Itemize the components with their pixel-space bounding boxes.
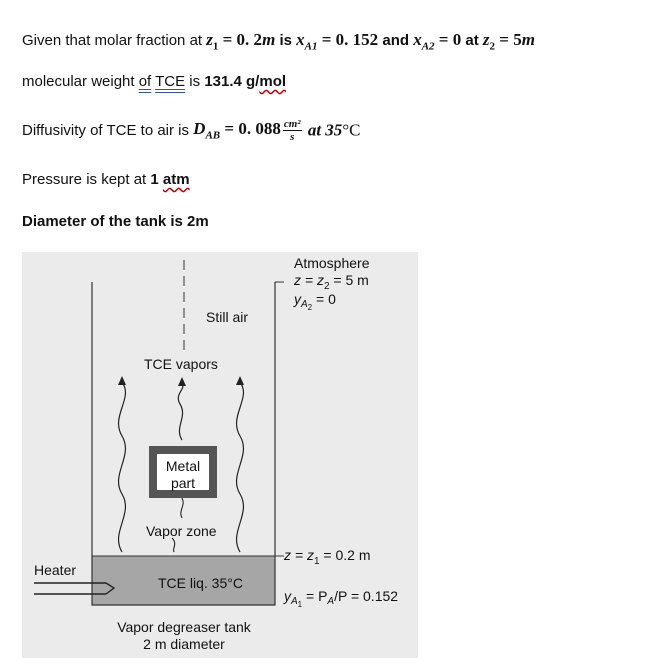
label-yA1: yA1 = PA/P = 0.152 — [283, 588, 398, 609]
heater-coil — [105, 582, 116, 595]
label-tce-liquid: TCE liq. 35°C — [158, 575, 243, 591]
metal-hanger-wire — [180, 497, 184, 519]
vapor-arrow-left — [117, 381, 127, 553]
label-heater: Heater — [34, 562, 76, 578]
label-vapor-zone: Vapor zone — [146, 523, 217, 539]
grammar-mark-of: of — [138, 73, 152, 90]
label-tce-vapors: TCE vapors — [144, 356, 218, 372]
line-molecular-weight: molecular weight of TCE is 131.4 g/mol — [22, 73, 287, 90]
label-part: part — [171, 475, 195, 491]
tce-liquid-region — [92, 556, 275, 605]
label-tank-caption-2: 2 m diameter — [143, 636, 225, 652]
math-DAB: DAB = 0. 088 — [193, 119, 281, 142]
text-and: and — [378, 32, 414, 49]
math-xA2: xA2 = 0 — [413, 30, 462, 53]
vapor-arrow-right — [235, 381, 245, 553]
line-diffusivity: Diffusivity of TCE to air is DAB = 0. 08… — [22, 118, 360, 143]
math-xA1: xA1 = 0. 152 — [296, 30, 379, 53]
value-molecular-weight: 131.4 g/ — [204, 73, 260, 90]
label-z2: z = z2 = 5 m — [293, 272, 369, 292]
math-z1: z1 = 0. 2m — [206, 30, 276, 53]
tank-walls — [91, 282, 276, 606]
label-yA2: yA2 = 0 — [293, 291, 336, 312]
metal-part-inner — [157, 454, 209, 490]
degree-c: °C — [342, 120, 361, 140]
arrowhead-left — [118, 376, 126, 385]
line-pressure: Pressure is kept at 1 atm — [22, 171, 190, 188]
text-is: is — [275, 32, 297, 49]
spell-mark-mol: mol — [259, 73, 287, 90]
label-metal: Metal — [166, 458, 200, 474]
vapor-arrow-center — [177, 383, 184, 441]
degreaser-diagram: Still air TCE vapors Metal part Vapor zo… — [34, 255, 398, 652]
text-given-molar-fraction: Given that molar fraction at — [22, 32, 207, 49]
math-at-35: at 35 — [303, 120, 343, 140]
arrowhead-center — [178, 377, 186, 386]
label-still-air: Still air — [206, 309, 248, 325]
text-at: at — [461, 32, 483, 49]
line-molar-fraction: Given that molar fraction at z1 = 0. 2m … — [22, 30, 535, 52]
text-diffusivity: Diffusivity of TCE to air is — [22, 122, 194, 139]
math-z2: z2 = 5m — [482, 30, 535, 53]
label-atmosphere: Atmosphere — [294, 255, 370, 271]
vapor-degreaser-figure: Still air TCE vapors Metal part Vapor zo… — [22, 252, 418, 658]
arrowhead-right — [236, 376, 244, 385]
line-diameter: Diameter of the tank is 2m — [22, 213, 209, 230]
label-tank-caption-1: Vapor degreaser tank — [117, 619, 252, 635]
vapor-zone-squiggle — [171, 537, 176, 553]
spell-mark-atm: atm — [162, 171, 190, 188]
grammar-mark-tce: TCE — [155, 73, 186, 90]
value-pressure: 1 — [150, 171, 163, 188]
text-pressure: Pressure is kept at — [22, 171, 151, 188]
label-z1: z = z1 = 0.2 m — [283, 547, 371, 567]
text-molecular-weight: molecular weight — [22, 73, 139, 90]
